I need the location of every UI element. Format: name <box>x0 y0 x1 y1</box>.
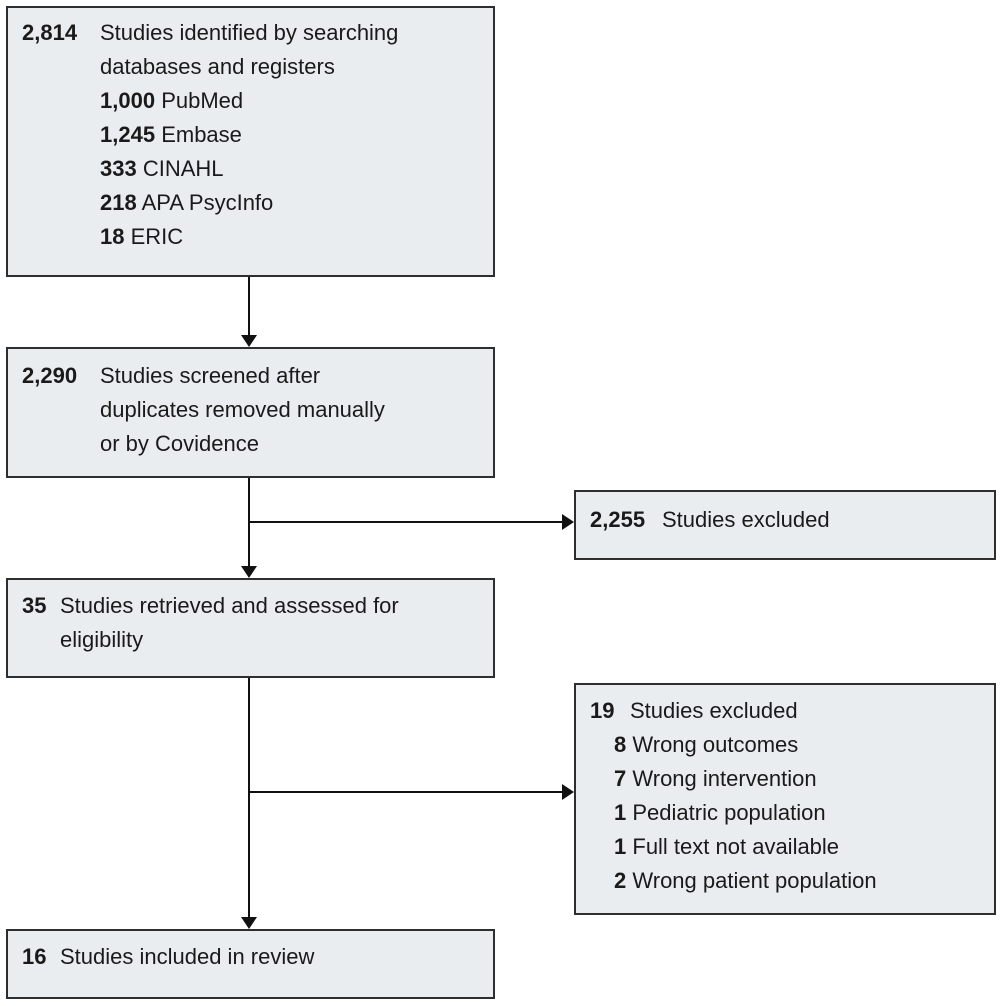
study-count: 19 <box>590 698 615 723</box>
reason-count: 1 <box>614 800 627 825</box>
reason-count: 1 <box>614 834 627 859</box>
reason-label: Full text not available <box>632 834 840 859</box>
source-label: CINAHL <box>142 156 224 181</box>
study-count: 16 <box>22 944 47 969</box>
reason-line: 1 Full text not available <box>614 830 980 864</box>
box-text: Studies retrieved and assessed for <box>60 593 399 618</box>
included-box: 16 Studies included in review <box>6 929 495 999</box>
identification-continuation: databases and registers <box>100 54 335 79</box>
screening-continuation: or by Covidence <box>100 431 259 456</box>
source-count: 18 <box>100 224 125 249</box>
box-text: Studies included in review <box>60 944 315 969</box>
screening-main-line: 2,290 Studies screened after <box>22 359 479 393</box>
source-line: 1,000 PubMed <box>100 84 479 118</box>
excluded-main-line: 2,255 Studies excluded <box>590 503 980 537</box>
eligibility-excluded-box: 19 Studies excluded 8 Wrong outcomes 7 Wr… <box>574 683 996 915</box>
arrowhead-right-icon <box>562 784 574 800</box>
reason-count: 7 <box>614 766 627 791</box>
study-count: 2,814 <box>22 20 78 45</box>
eligibility-continuation: eligibility <box>60 627 144 652</box>
source-label: Embase <box>161 122 242 147</box>
reason-label: Wrong intervention <box>632 766 817 791</box>
reason-line: 7 Wrong intervention <box>614 762 980 796</box>
identification-box: 2,814 Studies identified by searching dat… <box>6 6 495 277</box>
arrowhead-down-icon <box>241 917 257 929</box>
screening-continuation: duplicates removed manually <box>100 397 385 422</box>
box-text: Studies excluded <box>630 698 798 723</box>
study-count: 2,290 <box>22 363 78 388</box>
reason-count: 8 <box>614 732 627 757</box>
arrow-screening-to-excluded <box>249 521 562 523</box>
eligibility-main-line: 35 Studies retrieved and assessed for <box>22 589 479 623</box>
screening-excluded-box: 2,255 Studies excluded <box>574 490 996 560</box>
arrowhead-right-icon <box>562 514 574 530</box>
box-text: Studies screened after <box>100 363 321 388</box>
source-label: APA PsycInfo <box>141 190 274 215</box>
included-main-line: 16 Studies included in review <box>22 940 479 974</box>
study-count: 2,255 <box>590 507 646 532</box>
reason-line: 8 Wrong outcomes <box>614 728 980 762</box>
study-count: 35 <box>22 593 47 618</box>
arrow-identification-to-screening <box>248 277 250 336</box>
source-line: 18 ERIC <box>100 220 479 254</box>
reason-label: Wrong patient population <box>632 868 877 893</box>
arrowhead-down-icon <box>241 566 257 578</box>
excluded-main-line: 19 Studies excluded <box>590 694 980 728</box>
source-line: 218 APA PsycInfo <box>100 186 479 220</box>
source-count: 1,000 <box>100 88 156 113</box>
arrowhead-down-icon <box>241 335 257 347</box>
reason-line: 2 Wrong patient population <box>614 864 980 898</box>
reason-label: Wrong outcomes <box>632 732 799 757</box>
box-text: Studies identified by searching <box>100 20 399 45</box>
identification-main-line: 2,814 Studies identified by searching <box>22 16 479 50</box>
source-count: 218 <box>100 190 137 215</box>
box-text: Studies excluded <box>662 507 830 532</box>
source-count: 1,245 <box>100 122 156 147</box>
eligibility-box: 35 Studies retrieved and assessed for eli… <box>6 578 495 678</box>
arrow-eligibility-to-excluded <box>249 791 562 793</box>
source-line: 1,245 Embase <box>100 118 479 152</box>
source-line: 333 CINAHL <box>100 152 479 186</box>
source-count: 333 <box>100 156 137 181</box>
screening-box: 2,290 Studies screened after duplicates r… <box>6 347 495 478</box>
reason-label: Pediatric population <box>632 800 826 825</box>
source-label: PubMed <box>161 88 244 113</box>
reason-line: 1 Pediatric population <box>614 796 980 830</box>
reason-count: 2 <box>614 868 627 893</box>
source-label: ERIC <box>130 224 184 249</box>
arrow-eligibility-to-included <box>248 678 250 918</box>
